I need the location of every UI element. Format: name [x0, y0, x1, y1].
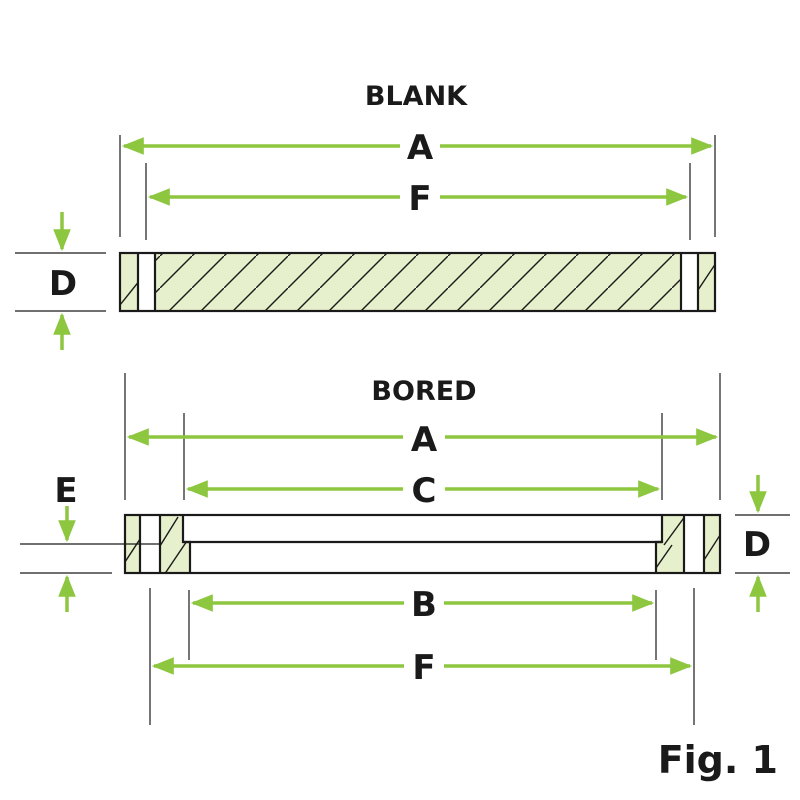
- bored-label-b: B: [411, 585, 437, 625]
- blank-bolt-hole-left: [138, 253, 155, 311]
- bored-view: BORED A C: [20, 373, 790, 725]
- blank-hatch-left: [120, 281, 138, 306]
- blank-view: BLANK A F: [15, 81, 717, 350]
- bored-title: BORED: [371, 376, 476, 407]
- bored-label-a: A: [411, 420, 438, 460]
- blank-hatch-main: [155, 253, 681, 311]
- bored-label-e: E: [54, 471, 77, 511]
- bored-hatch-r1: [656, 515, 684, 569]
- blank-body-outline: [118, 251, 717, 313]
- blank-label-d: D: [49, 264, 77, 304]
- figure-label: Fig. 1: [658, 738, 778, 782]
- bored-label-d: D: [743, 525, 771, 565]
- blank-title: BLANK: [365, 81, 468, 112]
- blank-hatch-right: [698, 263, 715, 291]
- blank-label-f: F: [408, 179, 431, 219]
- blank-bolt-hole-right: [681, 253, 698, 311]
- blank-label-a: A: [407, 128, 434, 168]
- bored-body-outline: [123, 513, 722, 575]
- bored-label-f: F: [412, 648, 435, 688]
- bored-label-c: C: [412, 471, 437, 511]
- bored-bolt-hole-right: [684, 515, 704, 573]
